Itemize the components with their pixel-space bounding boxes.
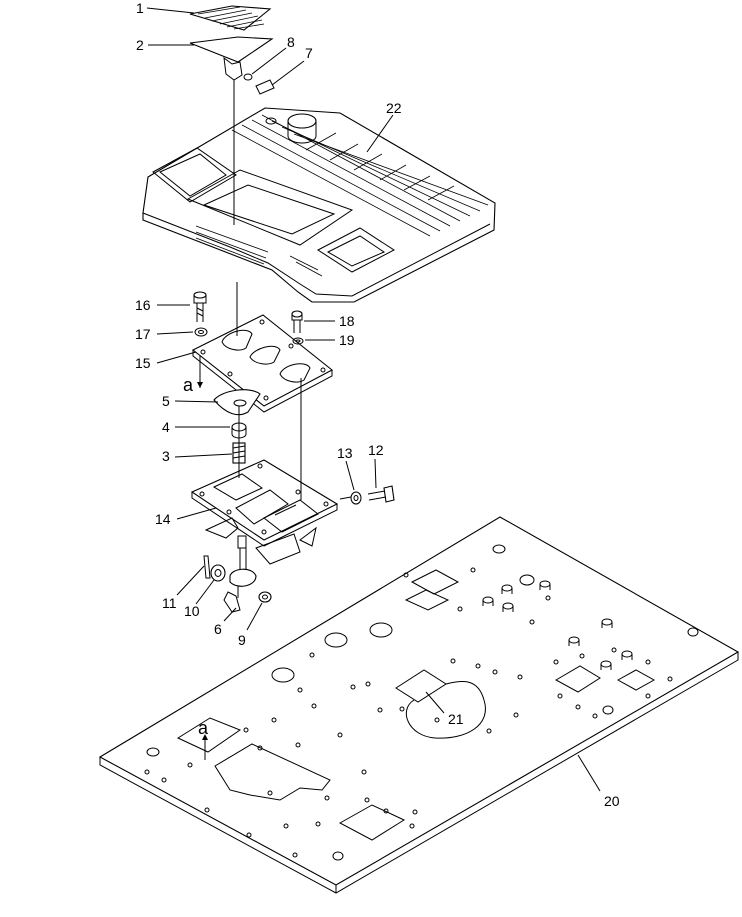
callout-8: 8 [287,34,295,50]
washer-17 [194,327,208,337]
washer-13 [350,491,362,505]
bolt-18 [291,310,303,333]
callout-19: 19 [339,332,355,348]
assembly-lines [199,282,352,760]
callout-16: 16 [135,297,151,313]
callout-9: 9 [238,632,246,648]
callout-12: 12 [368,442,384,458]
callout-labels: 1 2 8 7 22 16 17 15 18 19 a 5 4 3 13 12 … [135,0,620,809]
callout-18: 18 [339,313,355,329]
floor-mat [142,107,496,303]
callout-2: 2 [136,37,144,53]
callout-5: 5 [162,393,170,409]
callout-3: 3 [162,448,170,464]
callout-11: 11 [162,595,177,611]
stopper-5 [213,389,261,416]
callout-17: 17 [135,326,151,342]
callout-1: 1 [136,0,144,16]
pedal-arm [189,36,275,225]
washer-19 [292,337,304,345]
leader-lines [146,7,601,792]
shaft-6 [223,535,257,613]
callout-21: 21 [448,711,464,727]
view-marker-lower: a [198,718,209,738]
cover-plate [191,314,333,413]
pin-11 [203,555,211,579]
callout-10: 10 [184,603,200,619]
view-arrow-upper [197,382,203,388]
callout-4: 4 [162,419,170,435]
callout-13: 13 [337,445,353,461]
pedal-pad [189,5,272,31]
callout-14: 14 [155,511,171,527]
floor-plate [98,516,740,894]
bolt-12 [367,485,395,503]
view-arrow-lower [202,734,208,740]
bolt-16 [193,291,207,322]
bushing-9 [258,591,272,603]
callout-7: 7 [305,45,313,61]
callout-22: 22 [386,100,402,116]
callout-15: 15 [135,355,151,371]
washer-10 [210,564,226,582]
pedal-bracket [190,459,339,565]
view-marker-upper: a [183,375,194,395]
callout-20: 20 [604,793,620,809]
callout-6: 6 [214,621,222,637]
